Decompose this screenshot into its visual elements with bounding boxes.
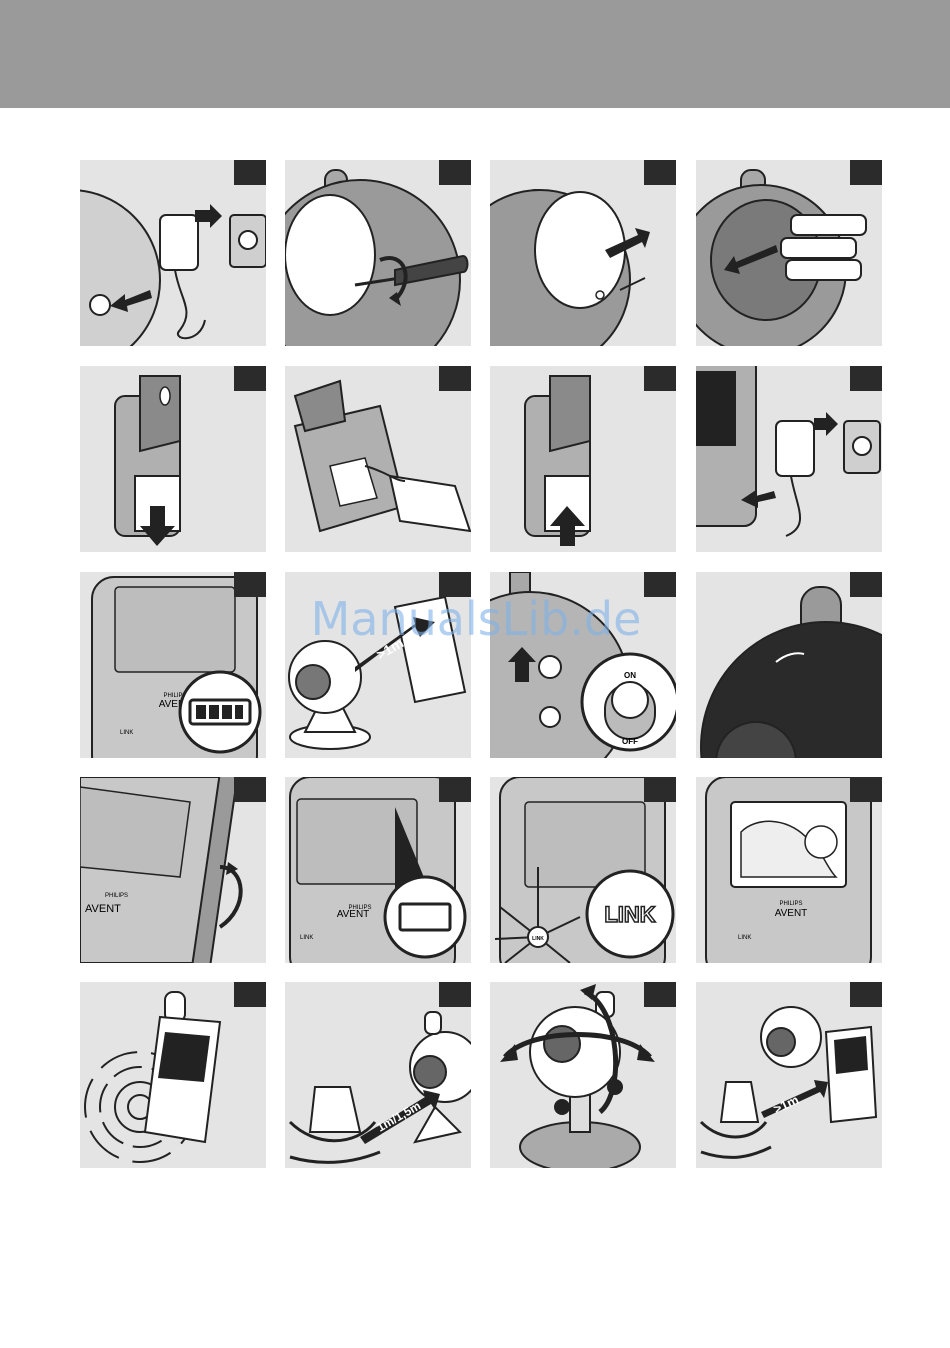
step-panel-5 bbox=[80, 366, 266, 552]
step-number-badge bbox=[234, 777, 266, 802]
step-number-badge bbox=[234, 572, 266, 597]
step-panel-20: >1m bbox=[696, 982, 882, 1168]
link-big-text: LINK bbox=[604, 902, 655, 927]
step-panel-2 bbox=[285, 160, 471, 346]
step-panel-8 bbox=[696, 366, 882, 552]
step-number-badge bbox=[850, 572, 882, 597]
step-panel-13: PHILIPS AVENT bbox=[80, 777, 266, 963]
brand-text: AVENT bbox=[775, 908, 808, 919]
step-number-badge bbox=[234, 982, 266, 1007]
link-text: LINK bbox=[300, 935, 313, 941]
step-panel-15: LINK LINK bbox=[490, 777, 676, 963]
step-panel-17 bbox=[80, 982, 266, 1168]
link-small-text: LINK bbox=[532, 936, 544, 942]
distance-label: >1m bbox=[771, 1092, 801, 1117]
step-panel-3 bbox=[490, 160, 676, 346]
on-label: ON bbox=[624, 671, 636, 680]
step-number-badge bbox=[439, 160, 471, 185]
brand-top-text: PHILIPS bbox=[779, 901, 802, 907]
brand-text: AVENT bbox=[85, 903, 121, 915]
step-number-badge bbox=[234, 366, 266, 391]
step-number-badge bbox=[644, 777, 676, 802]
step-panel-19 bbox=[490, 982, 676, 1168]
step-panel-16: PHILIPS AVENT LINK bbox=[696, 777, 882, 963]
brand-top-text: PHILIPS bbox=[105, 893, 128, 899]
step-panel-9: PHILIPS AVENT LINK bbox=[80, 572, 266, 758]
step-number-badge bbox=[439, 366, 471, 391]
step-panel-7 bbox=[490, 366, 676, 552]
step-number-badge bbox=[850, 982, 882, 1007]
header-bar bbox=[0, 0, 950, 108]
link-text: LINK bbox=[738, 935, 751, 941]
step-panel-6 bbox=[285, 366, 471, 552]
brand-text: AVENT bbox=[337, 909, 370, 920]
step-number-badge bbox=[439, 777, 471, 802]
step-panel-4 bbox=[696, 160, 882, 346]
link-text: LINK bbox=[120, 730, 133, 736]
step-panel-1 bbox=[80, 160, 266, 346]
step-number-badge bbox=[644, 982, 676, 1007]
distance-label: 1m/1,5m bbox=[375, 1098, 424, 1134]
off-label: OFF bbox=[622, 737, 638, 746]
step-number-badge bbox=[850, 160, 882, 185]
step-number-badge bbox=[850, 777, 882, 802]
step-panel-12 bbox=[696, 572, 882, 758]
step-number-badge bbox=[644, 160, 676, 185]
step-number-badge bbox=[234, 160, 266, 185]
step-number-badge bbox=[439, 982, 471, 1007]
step-panel-18: 1m/1,5m bbox=[285, 982, 471, 1168]
step-number-badge bbox=[850, 366, 882, 391]
watermark-text: ManualsLib.de bbox=[290, 592, 662, 646]
step-number-badge bbox=[644, 366, 676, 391]
step-panel-14: PHILIPS AVENT LINK bbox=[285, 777, 471, 963]
